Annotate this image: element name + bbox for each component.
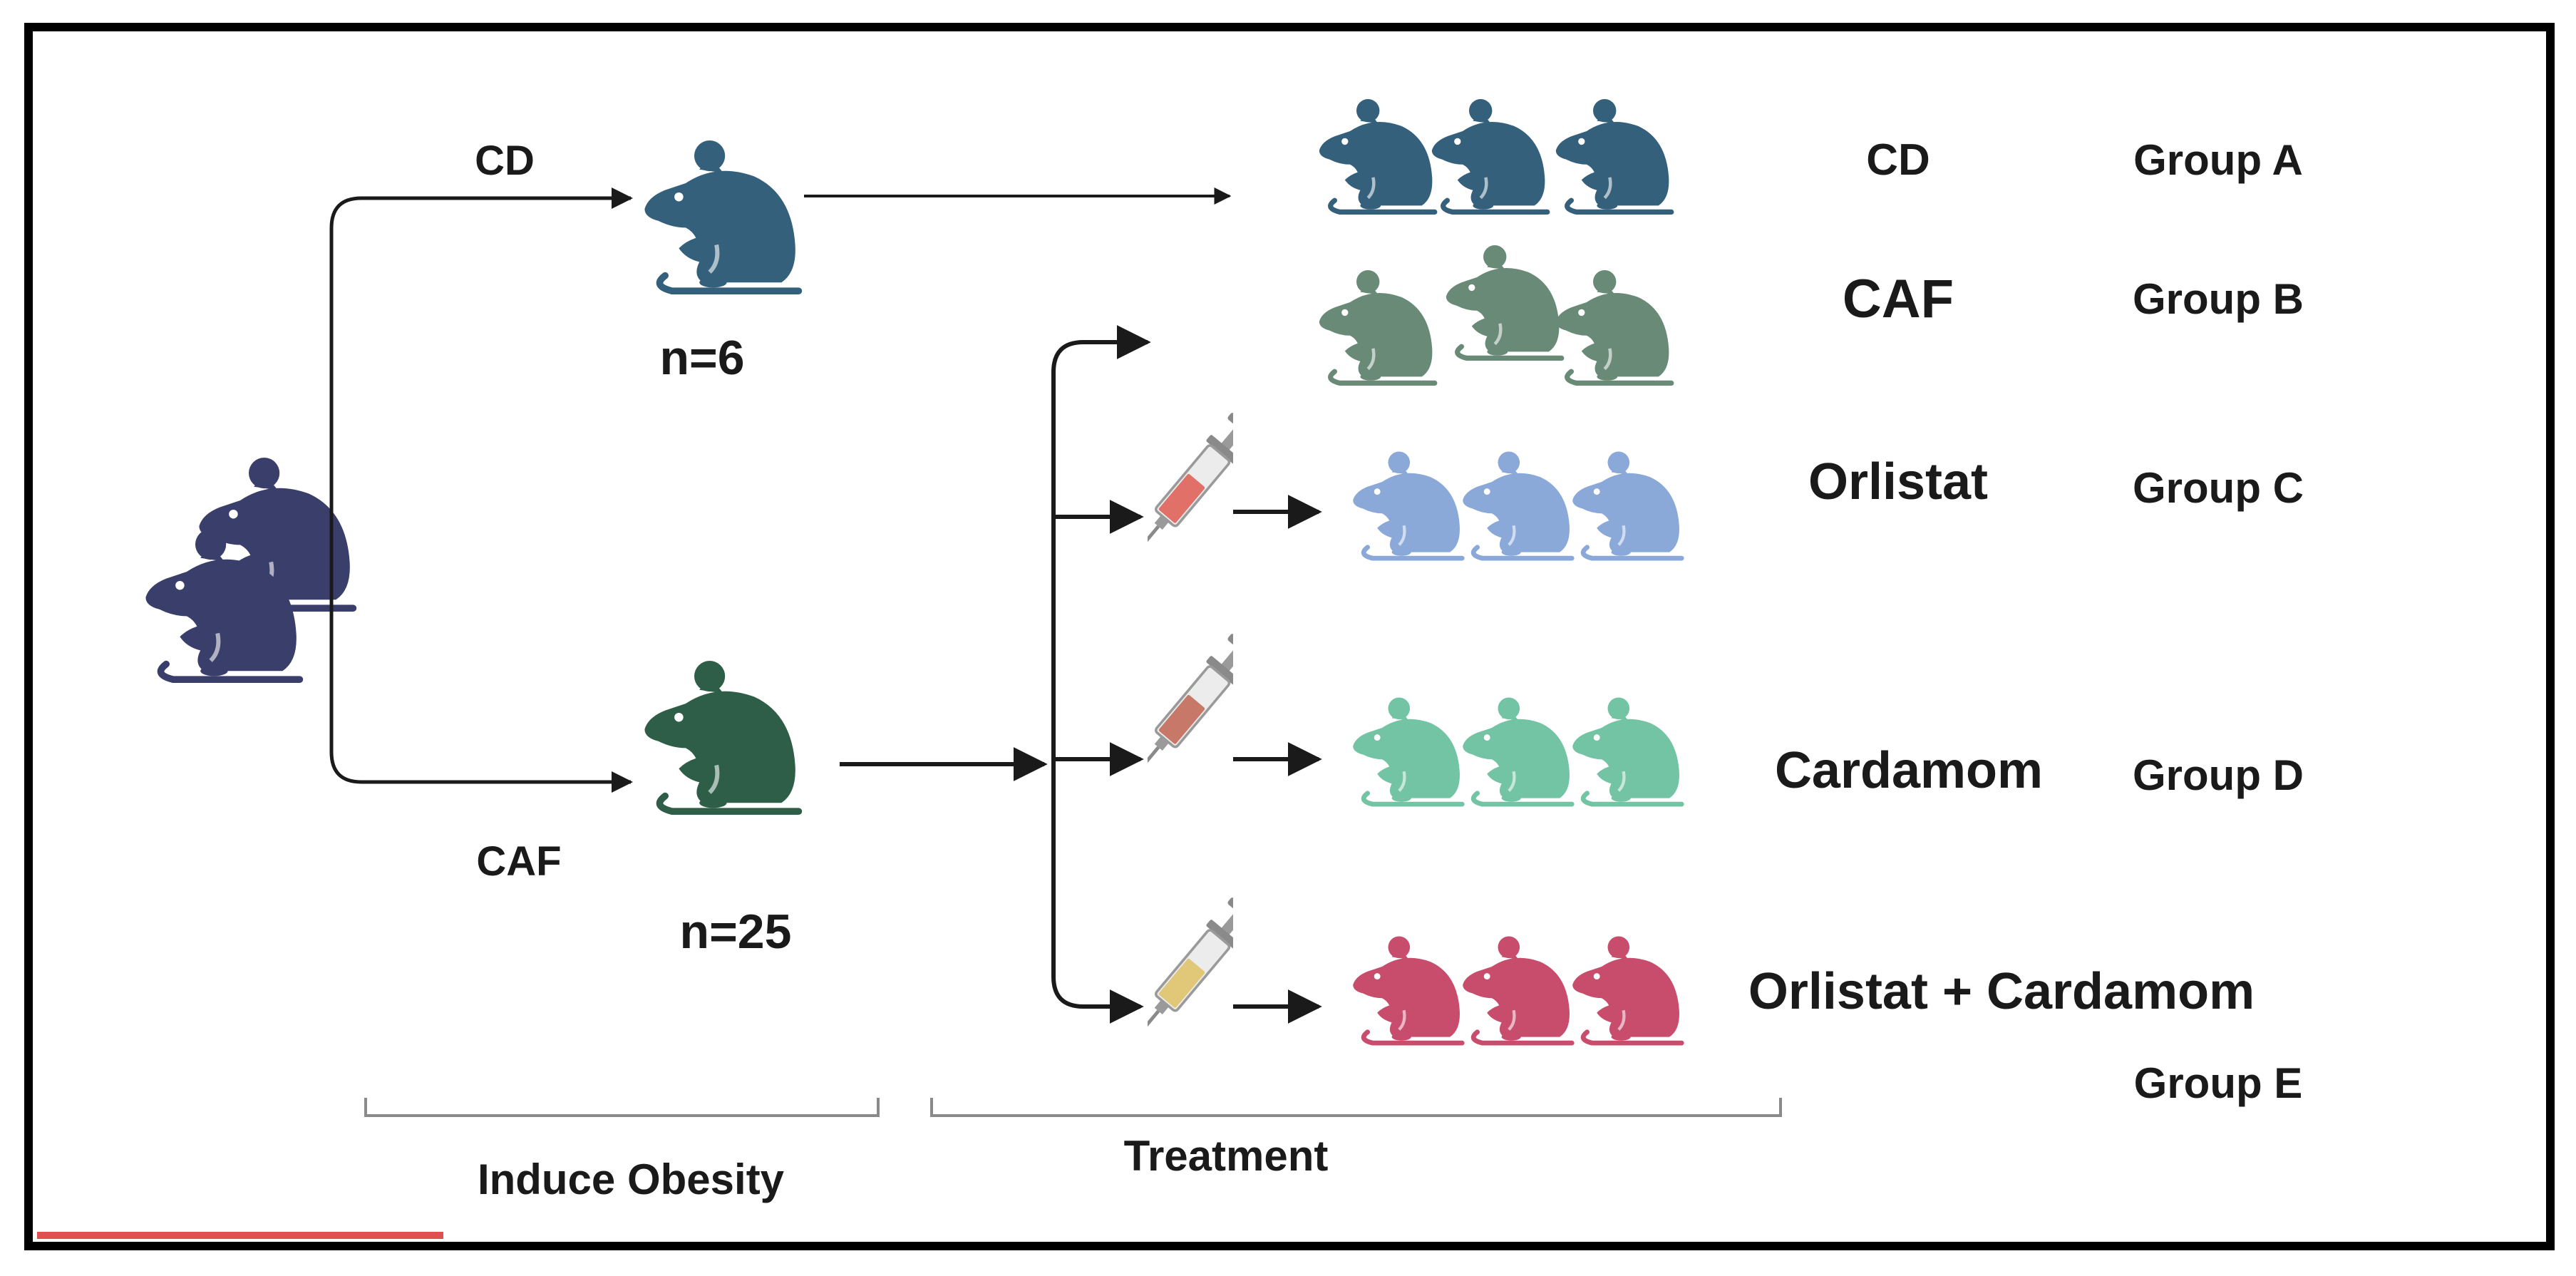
group-a-label: Group A	[2133, 136, 2303, 184]
group-e-label: Group E	[2134, 1059, 2303, 1107]
border-accent	[37, 1232, 443, 1239]
group-e-treatment: Orlistat + Cardamom	[1748, 963, 2255, 1020]
caf-path-label: CAF	[476, 838, 561, 885]
group-a-treatment: CD	[1866, 135, 1930, 185]
diagram-border	[24, 23, 2555, 1250]
caf-count: n=25	[680, 905, 792, 959]
group-c-treatment: Orlistat	[1808, 453, 1988, 510]
group-c-label: Group C	[2133, 464, 2304, 512]
treatment-label: Treatment	[1124, 1132, 1329, 1180]
control-arrow	[329, 187, 633, 535]
group-d-label: Group D	[2133, 751, 2304, 799]
control-count: n=6	[659, 331, 744, 385]
induce-obesity-bracket	[364, 1098, 880, 1117]
group-d-treatment: Cardamom	[1775, 742, 2043, 799]
group-b-label: Group B	[2133, 275, 2304, 323]
treatment-branch-line	[1051, 325, 1151, 373]
treatment-bracket	[930, 1098, 1782, 1117]
induce-obesity-label: Induce Obesity	[478, 1156, 785, 1203]
group-b-treatment: CAF	[1843, 269, 1954, 329]
caf-arrow	[329, 535, 633, 793]
treatment-trunk	[1051, 372, 1144, 1024]
control-path-label: CD	[475, 138, 535, 184]
